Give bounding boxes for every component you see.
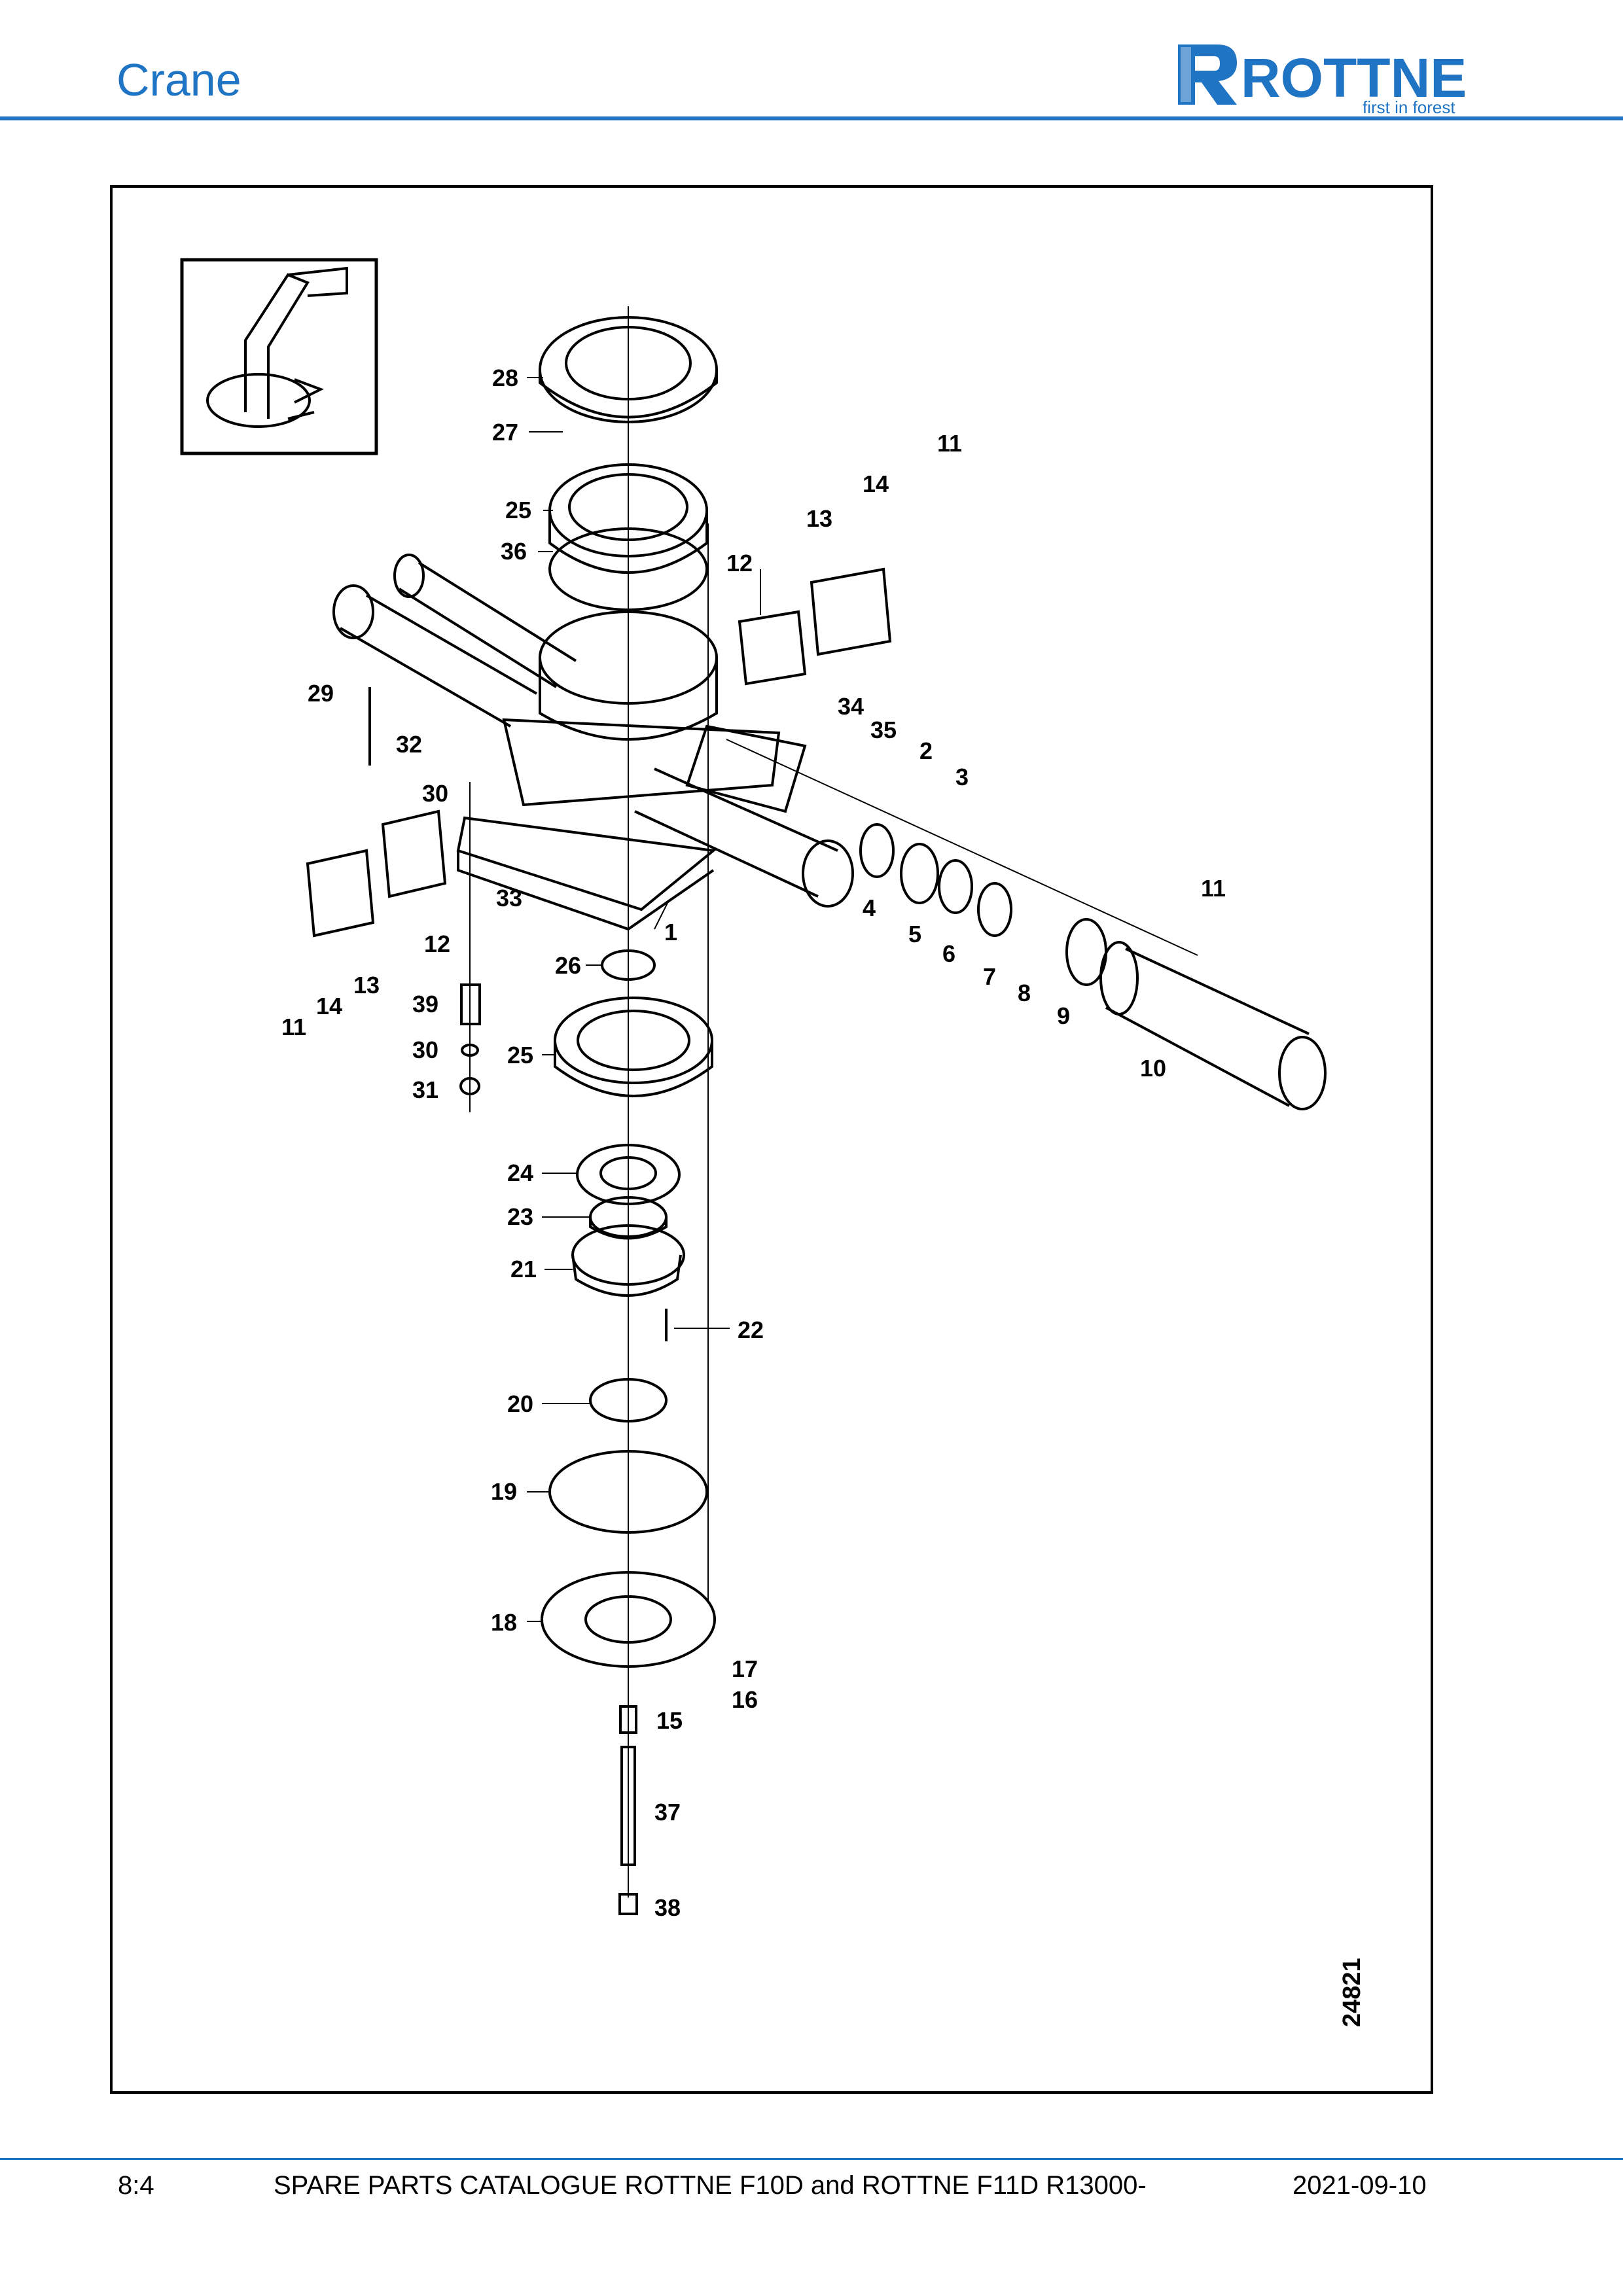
callout-8: 8 (1018, 980, 1031, 1006)
callout-14-top: 14 (863, 470, 889, 497)
callout-11-top: 11 (937, 430, 962, 457)
callout-28: 28 (492, 364, 518, 391)
figure-frame (110, 185, 1433, 2094)
callout-30-upper: 30 (422, 780, 448, 807)
callout-32: 32 (396, 731, 422, 758)
callout-1: 1 (664, 919, 677, 945)
callout-21: 21 (510, 1256, 537, 1282)
callout-34: 34 (838, 693, 864, 720)
callout-18: 18 (491, 1609, 517, 1636)
callout-38: 38 (654, 1894, 681, 1921)
callout-24: 24 (507, 1159, 533, 1186)
callout-36: 36 (501, 538, 527, 565)
callout-13-top: 13 (806, 505, 832, 532)
callout-17: 17 (732, 1655, 758, 1682)
callout-11-right: 11 (1201, 875, 1226, 902)
callout-29: 29 (308, 680, 334, 707)
callout-11-left: 11 (281, 1014, 306, 1040)
logo-tagline: first in forest (1363, 97, 1455, 116)
callout-4: 4 (863, 894, 876, 921)
callout-labels: 1 2 3 4 5 6 7 8 9 10 11 11 11 11 12 12 1… (281, 364, 1226, 1921)
callout-25-top: 25 (505, 497, 531, 523)
crane-rotation-icon (180, 258, 378, 455)
callout-14-left: 14 (316, 993, 342, 1019)
callout-13-left: 13 (353, 972, 380, 998)
publication-date: 2021-09-10 (1293, 2171, 1427, 2200)
callout-7: 7 (983, 963, 996, 990)
rottne-logo: ROTTNE first in forest (1171, 31, 1512, 117)
callout-31: 31 (412, 1076, 438, 1103)
footer-divider (0, 2158, 1623, 2160)
callout-2: 2 (919, 737, 933, 764)
callout-33: 33 (496, 885, 522, 911)
callout-37: 37 (654, 1799, 681, 1826)
callout-3: 3 (955, 764, 969, 790)
header-divider (0, 116, 1623, 120)
callout-9: 9 (1057, 1002, 1070, 1029)
callout-22: 22 (738, 1316, 764, 1343)
callout-25-lower: 25 (507, 1042, 533, 1069)
callout-20: 20 (507, 1390, 533, 1417)
callout-26: 26 (555, 952, 581, 979)
callout-19: 19 (491, 1478, 517, 1505)
page-number: 8:4 (118, 2171, 154, 2200)
callout-27: 27 (492, 419, 518, 446)
callout-12-left: 12 (424, 930, 450, 957)
callout-35: 35 (870, 716, 897, 743)
page-title: Crane (116, 54, 241, 105)
callout-5: 5 (908, 921, 921, 947)
callout-23: 23 (507, 1203, 533, 1230)
callout-6: 6 (942, 940, 955, 967)
callout-10: 10 (1140, 1055, 1166, 1082)
callout-30-lower: 30 (412, 1036, 438, 1063)
figure-number: 24821 (1338, 1958, 1366, 2027)
catalogue-title: SPARE PARTS CATALOGUE ROTTNE F10D and RO… (274, 2171, 1147, 2200)
callout-15: 15 (656, 1707, 683, 1734)
callout-16: 16 (732, 1686, 758, 1713)
logo-wordmark: ROTTNE (1241, 47, 1467, 109)
callout-12-top: 12 (726, 550, 753, 576)
callout-39: 39 (412, 991, 438, 1017)
